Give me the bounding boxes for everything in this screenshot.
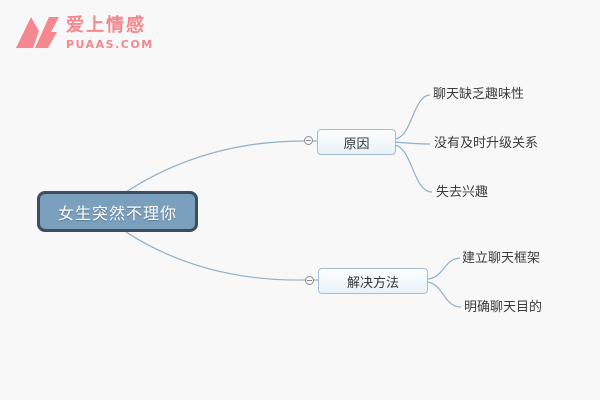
- brand-logo: 爱上情感 PUAAS.COM: [14, 12, 154, 54]
- brand-domain: PUAAS.COM: [66, 37, 154, 51]
- connector-root-reason: [125, 140, 305, 193]
- leaf-topic[interactable]: 建立聊天框架: [462, 251, 541, 266]
- minus-icon: [307, 280, 312, 281]
- leaf-topic[interactable]: 明确聊天目的: [464, 300, 543, 315]
- branch-topic-reason[interactable]: 原因: [317, 129, 396, 155]
- branch-topic-solution-label: 解决方法: [346, 275, 399, 291]
- connector-reason-leaf1: [393, 94, 431, 140]
- minus-icon: [306, 140, 311, 141]
- leaf-topic[interactable]: 聊天缺乏趣味性: [433, 87, 525, 102]
- connector-solution-leaf2: [425, 281, 462, 308]
- leaf-topic[interactable]: 失去兴趣: [436, 185, 489, 200]
- branch-topic-reason-label: 原因: [343, 136, 370, 152]
- collapse-button-reason[interactable]: [304, 136, 313, 145]
- branch-topic-solution[interactable]: 解决方法: [318, 268, 428, 294]
- connector-reason-leaf2: [393, 141, 431, 145]
- leaf-topic[interactable]: 没有及时升级关系: [434, 136, 539, 151]
- root-topic-label: 女生突然不理你: [57, 203, 177, 223]
- root-topic[interactable]: 女生突然不理你: [37, 191, 198, 232]
- connector-solution-leaf1: [425, 257, 461, 280]
- as-monogram-icon: [16, 17, 59, 48]
- collapse-button-solution[interactable]: [305, 276, 314, 285]
- connector-root-solution: [125, 231, 306, 281]
- brand-name: 爱上情感: [66, 14, 146, 36]
- connector-reason-leaf3: [393, 144, 433, 193]
